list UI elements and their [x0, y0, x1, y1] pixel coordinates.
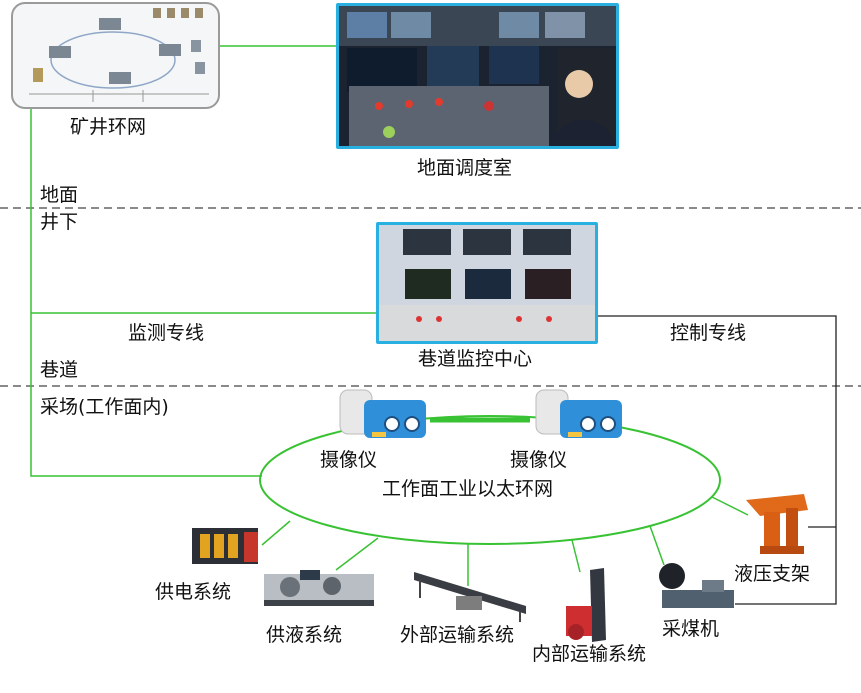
monitor-line-label: 监测专线 — [128, 324, 204, 343]
ring-network-illustration — [13, 4, 218, 107]
mine-ring-network-image — [11, 2, 220, 109]
zone-roadway-label: 巷道 — [40, 361, 78, 380]
ring-to-face-network-line — [31, 105, 262, 476]
support-spoke — [712, 497, 748, 515]
shearer-spoke — [650, 526, 664, 565]
roadway-center-photo — [376, 222, 598, 344]
shearer-label: 采煤机 — [662, 620, 719, 639]
control-room-photo — [336, 3, 619, 149]
roadway-center-illustration — [379, 225, 595, 341]
camera-2-label: 摄像仪 — [510, 451, 567, 470]
zone-underground-label: 井下 — [40, 213, 78, 232]
ethernet-ring-label: 工作面工业以太环网 — [382, 480, 553, 499]
zone-mining-face-label: 采场(工作面内) — [40, 398, 169, 417]
hydraulic-support-label: 液压支架 — [734, 565, 810, 584]
control-line-label: 控制专线 — [670, 324, 746, 343]
external-transport-label: 外部运输系统 — [400, 626, 514, 645]
internal-transport-label: 内部运输系统 — [532, 645, 646, 664]
power-system-label: 供电系统 — [155, 583, 231, 602]
fluid-system-label: 供液系统 — [266, 626, 342, 645]
mine-ring-label: 矿井环网 — [70, 118, 146, 137]
roadway-center-label: 巷道监控中心 — [418, 350, 532, 369]
control-line — [592, 316, 836, 604]
fluid-spoke — [336, 538, 378, 570]
zone-surface-label: 地面 — [40, 186, 78, 205]
control-room-illustration — [339, 6, 616, 146]
internal-transport-spoke — [572, 540, 580, 572]
camera-1-label: 摄像仪 — [320, 451, 377, 470]
control-room-label: 地面调度室 — [417, 159, 512, 178]
power-spoke — [262, 521, 290, 545]
